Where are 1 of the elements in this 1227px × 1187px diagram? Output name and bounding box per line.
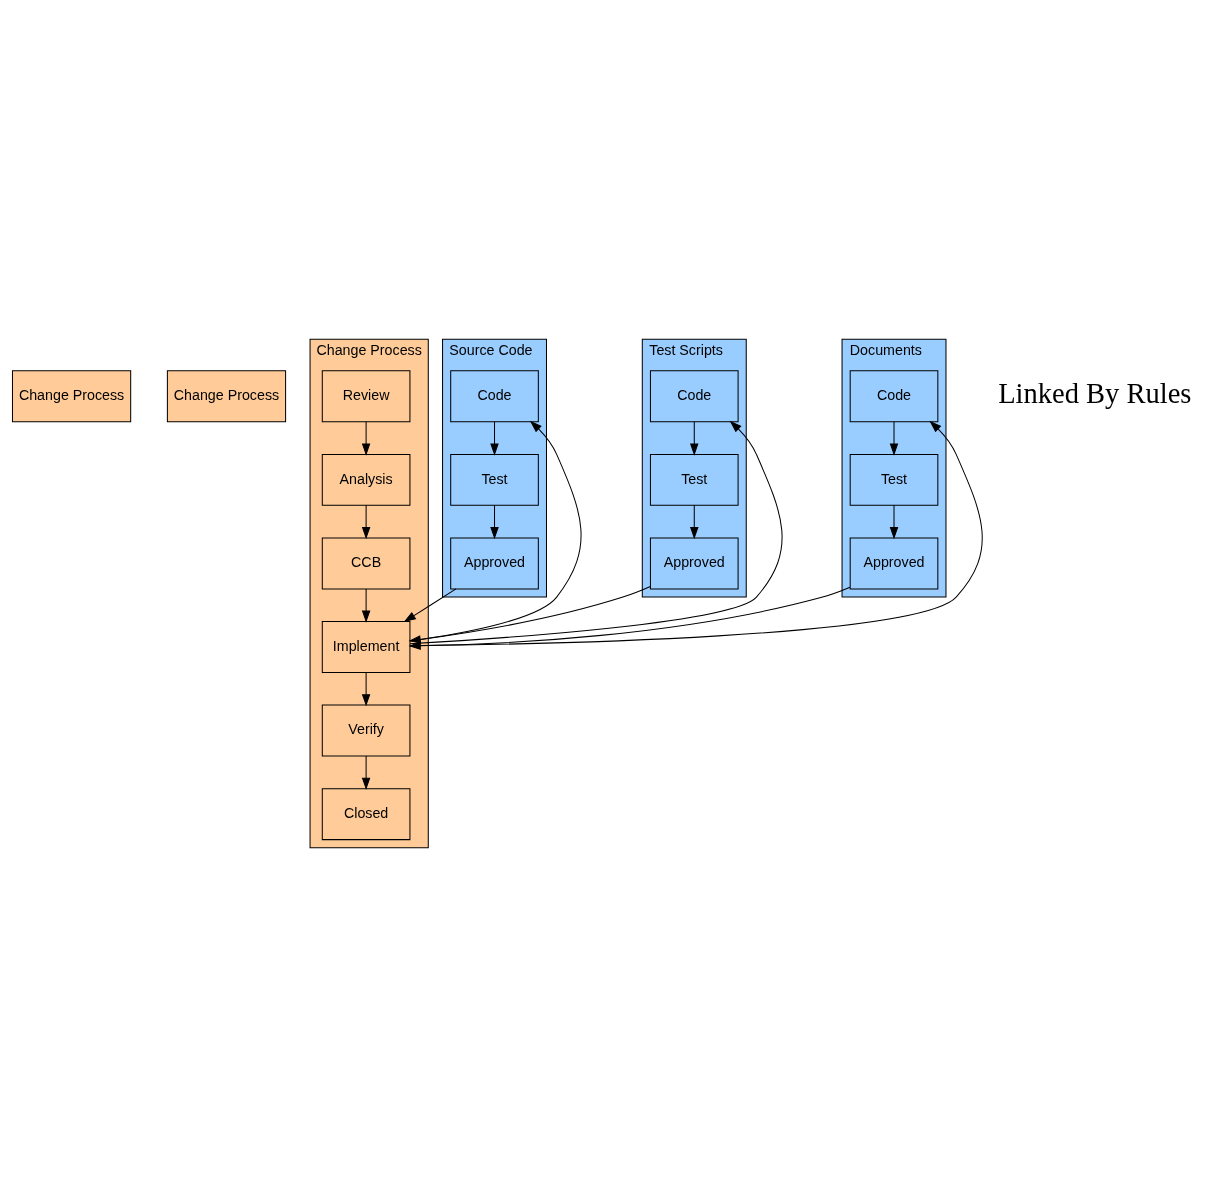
label: Linked By Rules: [998, 378, 1192, 410]
